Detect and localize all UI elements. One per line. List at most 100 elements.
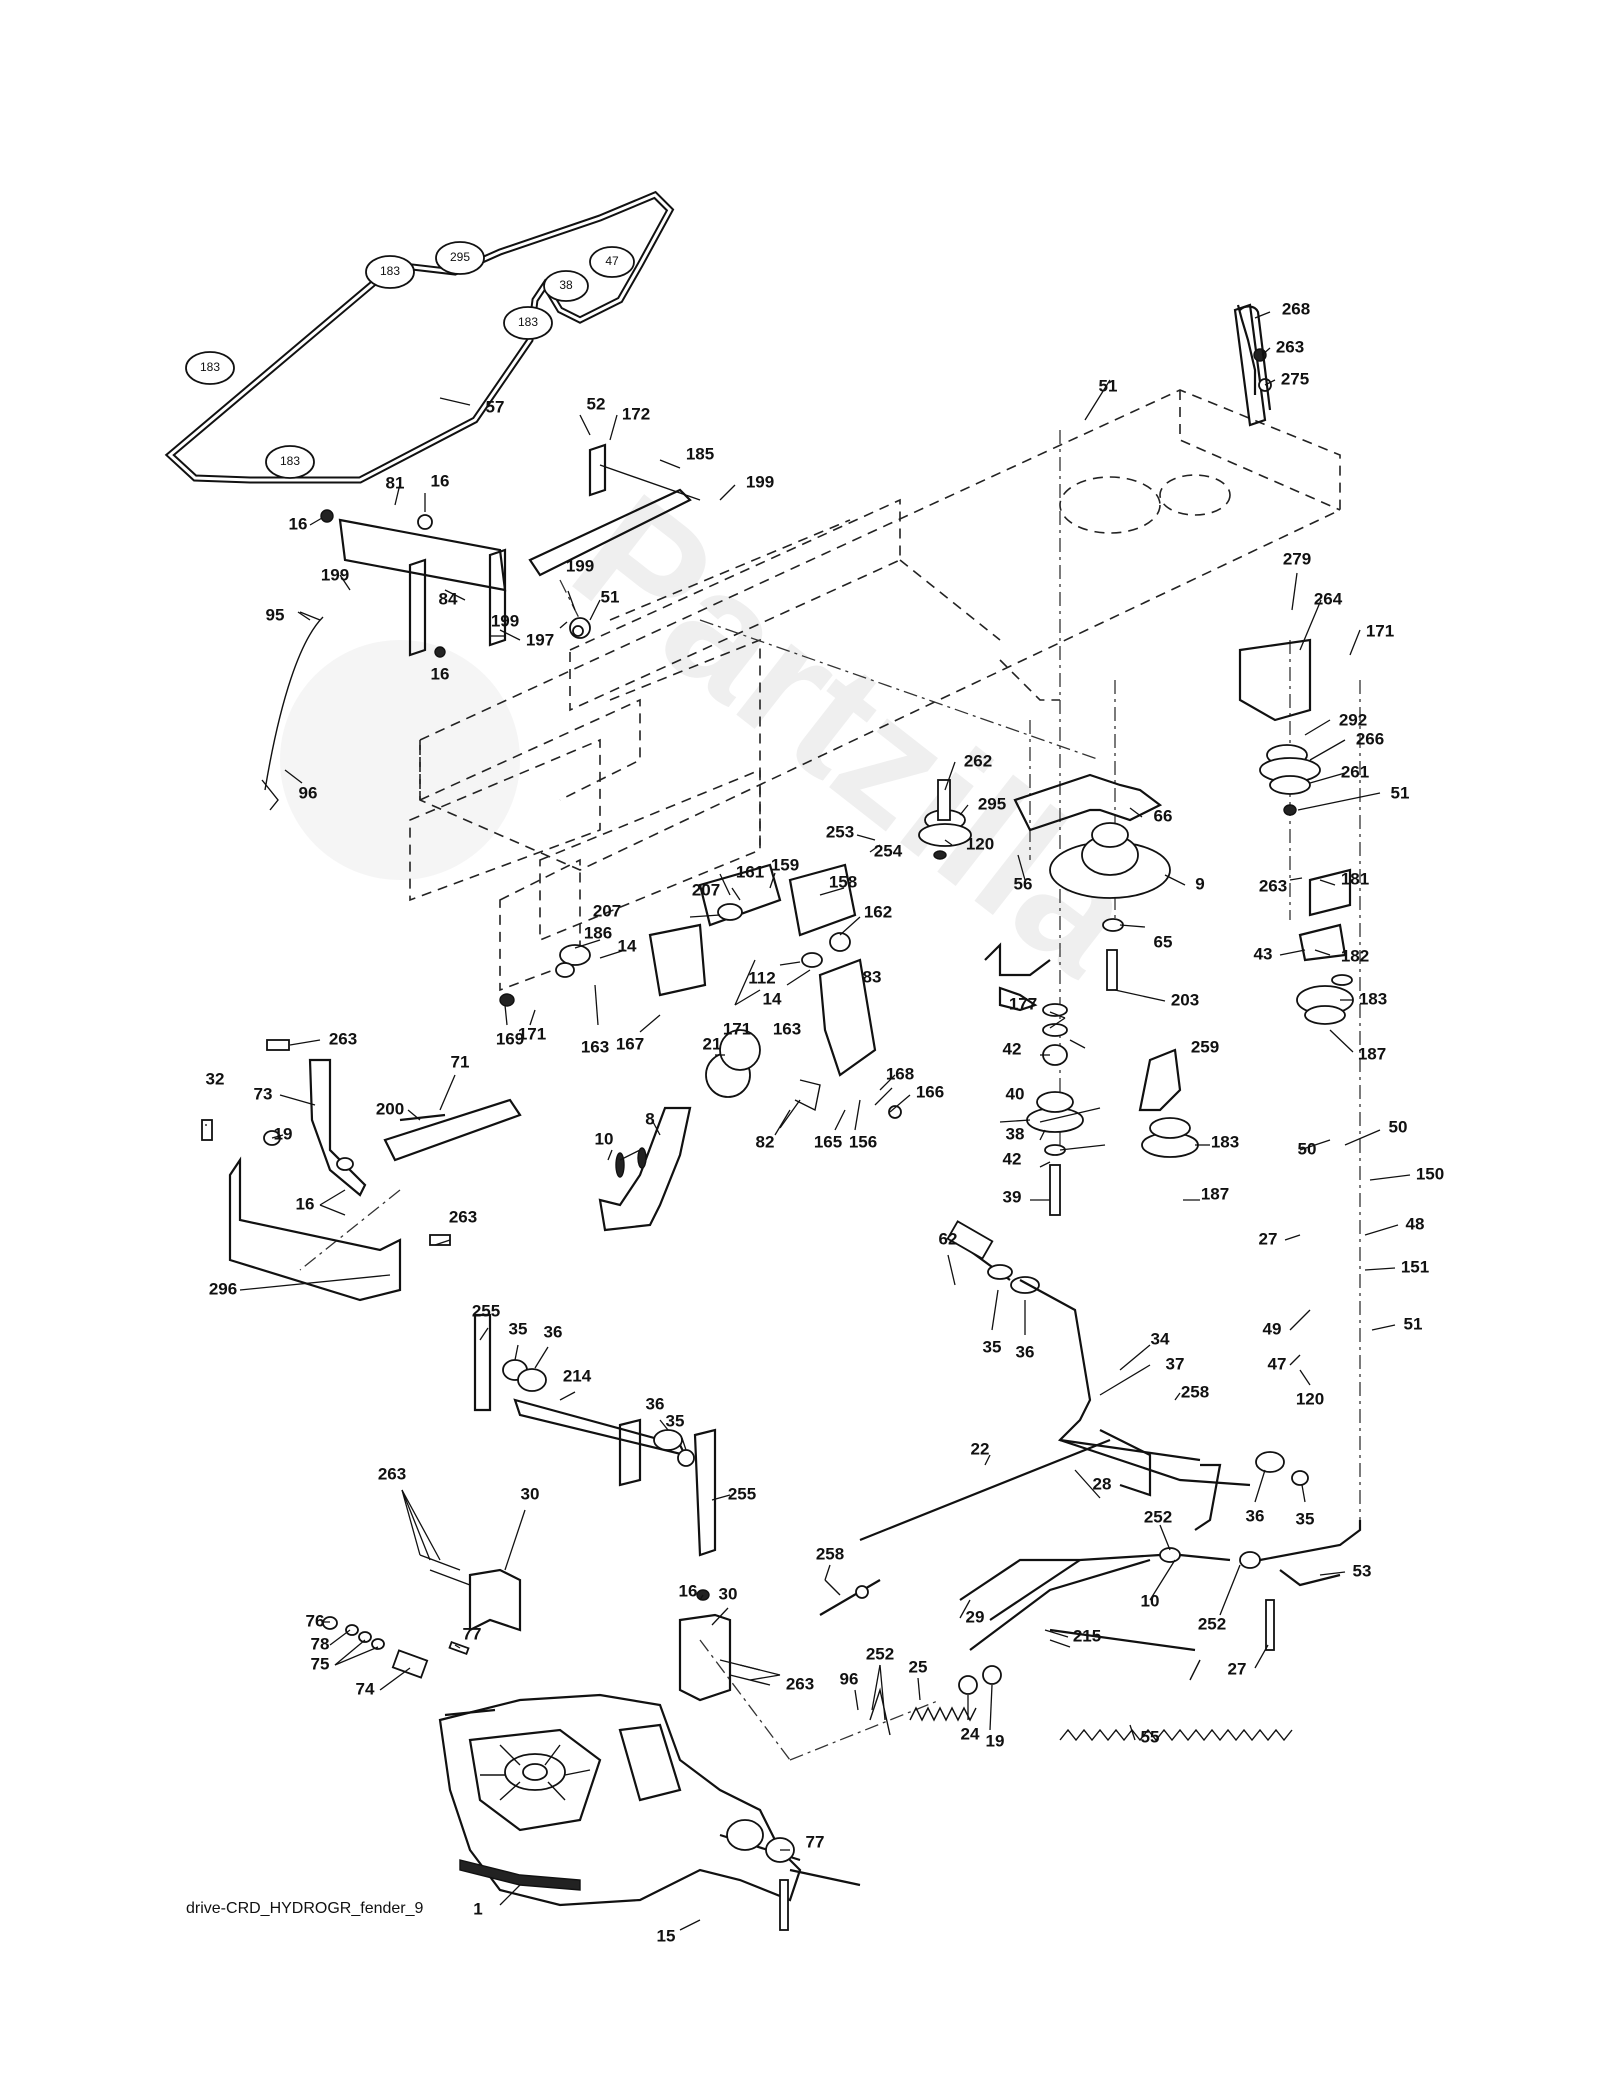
callout-30: 30 xyxy=(719,1584,738,1603)
callout-214: 214 xyxy=(563,1366,592,1385)
callout-200: 200 xyxy=(376,1099,404,1118)
callout-25: 25 xyxy=(909,1657,928,1676)
callout-96: 96 xyxy=(299,783,318,802)
callout-296: 296 xyxy=(209,1279,237,1298)
callout-77: 77 xyxy=(463,1624,482,1643)
callout-55: 55 xyxy=(1141,1727,1160,1746)
callout-187: 187 xyxy=(1201,1184,1229,1203)
callout-65: 65 xyxy=(1154,932,1173,951)
belt-pulley-38: 38 xyxy=(543,270,589,302)
callout-78: 78 xyxy=(311,1634,330,1653)
callout-15: 15 xyxy=(657,1926,676,1945)
callout-120: 120 xyxy=(966,834,994,853)
callout-16: 16 xyxy=(431,664,450,683)
callout-295: 295 xyxy=(978,794,1006,813)
callout-199: 199 xyxy=(491,611,519,630)
pulley-label: 295 xyxy=(450,250,470,264)
callout-161: 161 xyxy=(736,862,764,881)
tractor-frame xyxy=(409,389,1341,992)
callout-77: 77 xyxy=(806,1832,825,1851)
callout-266: 266 xyxy=(1356,729,1384,748)
callout-263: 263 xyxy=(1276,337,1304,356)
callout-96: 96 xyxy=(840,1669,859,1688)
callout-14: 14 xyxy=(618,936,637,955)
callout-259: 259 xyxy=(1191,1037,1219,1056)
callout-263: 263 xyxy=(449,1207,477,1226)
callout-163: 163 xyxy=(581,1037,609,1056)
callout-22: 22 xyxy=(971,1439,990,1458)
callout-43: 43 xyxy=(1254,944,1273,963)
callout-261: 261 xyxy=(1341,762,1369,781)
callout-40: 40 xyxy=(1006,1084,1025,1103)
callout-171: 171 xyxy=(723,1019,751,1038)
callout-171: 171 xyxy=(518,1024,546,1043)
callout-71: 71 xyxy=(451,1052,470,1071)
pulley-label: 38 xyxy=(559,278,573,292)
callout-162: 162 xyxy=(864,902,892,921)
callout-199: 199 xyxy=(321,565,349,584)
seat-switch-cable xyxy=(1236,304,1272,411)
callout-255: 255 xyxy=(472,1301,500,1320)
transaxle-unit xyxy=(438,1693,861,1931)
belt-pulley-295: 295 xyxy=(435,241,485,275)
callout-10: 10 xyxy=(595,1129,614,1148)
callout-53: 53 xyxy=(1353,1561,1372,1580)
left-plate-assembly xyxy=(201,1039,522,1302)
springs xyxy=(869,1659,1293,1742)
callout-156: 156 xyxy=(849,1132,877,1151)
callout-35: 35 xyxy=(666,1411,685,1430)
callout-28: 28 xyxy=(1093,1474,1112,1493)
callout-37: 37 xyxy=(1166,1354,1185,1373)
bottom-brackets xyxy=(322,1554,771,1702)
belt-pulley-47: 47 xyxy=(589,246,635,278)
callout-292: 292 xyxy=(1339,710,1367,729)
center-drive-pulleys xyxy=(918,773,1353,1216)
belt-pulley-183-a: 183 xyxy=(185,351,235,385)
callout-47: 47 xyxy=(1268,1354,1287,1373)
callout-56: 56 xyxy=(1014,874,1033,893)
watermark-text: Partzilla xyxy=(540,459,1172,1011)
callout-73: 73 xyxy=(254,1084,273,1103)
callout-leaders xyxy=(205,311,1411,1931)
callout-181: 181 xyxy=(1341,869,1369,888)
callout-50: 50 xyxy=(1298,1139,1317,1158)
callout-57: 57 xyxy=(486,397,505,416)
callout-199: 199 xyxy=(746,472,774,491)
drive-belt xyxy=(164,190,675,484)
callout-95: 95 xyxy=(266,605,285,624)
callout-35: 35 xyxy=(983,1337,1002,1356)
pulley-label: 47 xyxy=(605,254,619,268)
callout-9: 9 xyxy=(1195,874,1204,893)
callout-30: 30 xyxy=(521,1484,540,1503)
callout-8: 8 xyxy=(645,1109,654,1128)
callout-168: 168 xyxy=(886,1064,914,1083)
callout-24: 24 xyxy=(961,1724,980,1743)
callout-84: 84 xyxy=(439,589,458,608)
callout-76: 76 xyxy=(306,1611,325,1630)
callout-82: 82 xyxy=(756,1132,775,1151)
callout-35: 35 xyxy=(1296,1509,1315,1528)
callout-263: 263 xyxy=(786,1674,814,1693)
callout-16: 16 xyxy=(289,514,308,533)
callout-75: 75 xyxy=(311,1654,330,1673)
callout-38: 38 xyxy=(1006,1124,1025,1143)
callout-42: 42 xyxy=(1003,1149,1022,1168)
callout-207: 207 xyxy=(593,901,621,920)
callout-275: 275 xyxy=(1281,369,1309,388)
callout-51: 51 xyxy=(1391,783,1410,802)
callout-185: 185 xyxy=(686,444,714,463)
callout-48: 48 xyxy=(1406,1214,1425,1233)
callout-215: 215 xyxy=(1073,1626,1101,1645)
callout-187: 187 xyxy=(1358,1044,1386,1063)
callout-83: 83 xyxy=(863,967,882,986)
callout-150: 150 xyxy=(1416,1164,1444,1183)
callout-167: 167 xyxy=(616,1034,644,1053)
right-upper-hardware xyxy=(1233,303,1354,1025)
callout-166: 166 xyxy=(916,1082,944,1101)
pulley-label: 183 xyxy=(380,264,400,278)
callout-199: 199 xyxy=(566,556,594,575)
callout-203: 203 xyxy=(1171,990,1199,1009)
callout-120: 120 xyxy=(1296,1389,1324,1408)
pulley-label: 183 xyxy=(280,454,300,468)
